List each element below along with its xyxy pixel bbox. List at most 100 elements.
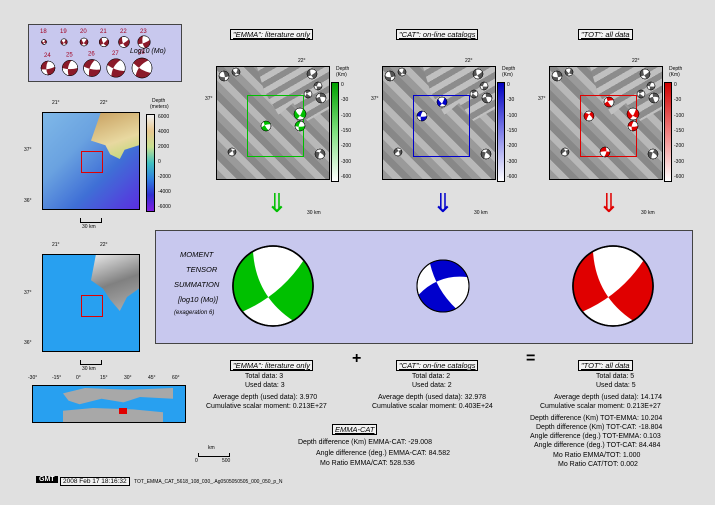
lat-label-36: 36° bbox=[24, 198, 32, 204]
legend-beachball bbox=[83, 59, 101, 77]
stats-cat-total: Total data: 2 bbox=[412, 373, 451, 380]
summation-line-3: SUMMATION bbox=[174, 280, 220, 289]
panel1-map bbox=[216, 66, 330, 180]
legend-beachball bbox=[118, 36, 130, 48]
footer-filename: TOT_EMMA_CAT_5618_108_030_.Ag0505050505_… bbox=[134, 479, 283, 485]
world-scale-bar bbox=[198, 453, 230, 457]
panel3-scale: 30 km bbox=[641, 210, 655, 216]
panel3-beachballs bbox=[551, 67, 660, 160]
world-map bbox=[32, 385, 186, 423]
scale-bar-2 bbox=[80, 360, 102, 365]
summed-beachball-tot bbox=[572, 245, 654, 327]
stats-tot-used: Used data: 5 bbox=[596, 382, 636, 389]
panel3-lat: 37° bbox=[538, 96, 546, 102]
panel2-lat: 37° bbox=[371, 96, 379, 102]
map-beachball bbox=[564, 67, 574, 77]
legend-mag-label: 24 bbox=[44, 53, 51, 59]
selected-beachball bbox=[416, 110, 428, 122]
selected-beachball bbox=[583, 110, 595, 122]
panel2-map bbox=[382, 66, 496, 180]
map-beachball bbox=[472, 68, 484, 80]
stats-emmacat-line-1: Depth difference (Km) EMMA-CAT: -29.008 bbox=[298, 439, 432, 446]
colorbar-tick-label: -600 bbox=[674, 174, 685, 180]
legend-mag-label: 20 bbox=[80, 29, 87, 35]
colorbar-tick-label: -30 bbox=[507, 97, 515, 104]
colorbar-tick-label: -150 bbox=[507, 128, 518, 134]
lon-label-22b: 22° bbox=[100, 242, 108, 248]
map-beachball bbox=[315, 92, 327, 104]
panel1-lat: 37° bbox=[205, 96, 213, 102]
selected-beachball bbox=[436, 96, 448, 108]
topo-colorbar-title: Depth bbox=[152, 98, 166, 104]
panel3-colorbar bbox=[664, 82, 672, 182]
panel3-colorbar-ticks: 0-30-100-150-200-300-600 bbox=[674, 82, 704, 180]
stats-tot-avg: Average depth (used data): 14.174 bbox=[554, 394, 663, 401]
stats-emma-used: Used data: 3 bbox=[245, 382, 285, 389]
panel2-colorbar-ticks: 0-30-100-150-200-300-600 bbox=[507, 82, 537, 180]
panel1-colorbar-ticks: 0-30-100-150-200-300-600 bbox=[341, 82, 371, 180]
colorbar-tick-label: -150 bbox=[674, 128, 685, 134]
panel-title-emma: "EMMA": literature only bbox=[230, 29, 314, 40]
map-beachball bbox=[636, 89, 646, 99]
stats-emma-avg: Average depth (used data): 3.970 bbox=[213, 394, 318, 401]
stats-cat-avg: Average depth (used data): 32.978 bbox=[378, 394, 487, 401]
lon-label-21b: 21° bbox=[52, 242, 60, 248]
legend-beachball bbox=[60, 38, 68, 46]
stats-tot-moment: Cumulative scalar moment: 0.213E+27 bbox=[540, 403, 661, 410]
study-area-box-2 bbox=[81, 295, 103, 317]
panel2-lon: 22° bbox=[465, 58, 473, 64]
map-beachball bbox=[227, 147, 237, 157]
map-beachball bbox=[560, 147, 570, 157]
map-beachball bbox=[648, 92, 660, 104]
map-beachball bbox=[218, 70, 230, 82]
lon-label-22: 22° bbox=[100, 100, 108, 106]
arrow-tot: ⇓ bbox=[598, 188, 620, 218]
panel-title-cat: "CAT": on-line catalogs bbox=[396, 29, 479, 40]
legend-beachball bbox=[79, 37, 89, 47]
stats-tot-line-6: Mo Ratio CAT/TOT: 0.002 bbox=[558, 461, 638, 468]
study-area-box bbox=[81, 151, 103, 173]
stats-cat-title: "CAT": on-line catalogs bbox=[396, 360, 479, 371]
panel-title-tot: "TOT": all data bbox=[578, 29, 633, 40]
legend-beachball bbox=[62, 60, 78, 76]
panel1-colorbar bbox=[331, 82, 339, 182]
summed-beachball-emma bbox=[232, 245, 314, 327]
regional-topo-map bbox=[42, 112, 140, 210]
summation-exag: (exageration 6) bbox=[174, 310, 215, 316]
gmt-logo: GMT bbox=[36, 476, 58, 483]
panel1-depth-title: Depth bbox=[336, 66, 350, 72]
legend-label: Log10 (Mo) bbox=[130, 48, 166, 55]
map-beachball bbox=[639, 68, 651, 80]
legend-beachball bbox=[106, 58, 126, 78]
map-beachball bbox=[393, 147, 403, 157]
stats-cat-moment: Cumulative scalar moment: 0.403E+24 bbox=[372, 403, 493, 410]
legend-mag-label: 27 bbox=[112, 51, 119, 57]
world-scale-500: 500 bbox=[222, 458, 231, 464]
lon-label-21: 21° bbox=[52, 100, 60, 106]
stats-emmacat-line-2: Angle difference (deg.) EMMA-CAT: 84.582 bbox=[316, 450, 450, 457]
legend-mag-label: 19 bbox=[60, 29, 67, 35]
colorbar-tick-label: 0 bbox=[674, 82, 677, 88]
map-beachball bbox=[647, 148, 659, 160]
summed-beachball-cat bbox=[416, 259, 470, 313]
panel3-depth-unit: (Km) bbox=[669, 72, 680, 78]
world-lon-label: 0° bbox=[76, 375, 81, 381]
colorbar-tick-label: 0 bbox=[507, 82, 510, 88]
colorbar-tick-label: -100 bbox=[341, 112, 352, 119]
legend-beachball bbox=[137, 35, 151, 49]
stats-tot-line-5: Mo Ratio EMMA/TOT: 1.000 bbox=[553, 452, 641, 459]
legend-mag-label: 28 bbox=[138, 50, 145, 56]
colorbar-tick-label: -200 bbox=[507, 143, 518, 150]
world-lon-label: 30° bbox=[124, 375, 132, 381]
colorbar-tick-label: 4000 bbox=[158, 129, 170, 135]
map-beachball bbox=[384, 70, 396, 82]
panel2-depth-unit: (Km) bbox=[502, 72, 513, 78]
selected-beachball bbox=[260, 120, 272, 132]
panel2-colorbar bbox=[497, 82, 505, 182]
legend-beachball bbox=[131, 57, 153, 79]
topo-colorbar-unit: (meters) bbox=[150, 104, 169, 110]
footer-timestamp: 2008 Feb 17 18:16:32 bbox=[60, 477, 130, 486]
panel1-depth-unit: (Km) bbox=[336, 72, 347, 78]
